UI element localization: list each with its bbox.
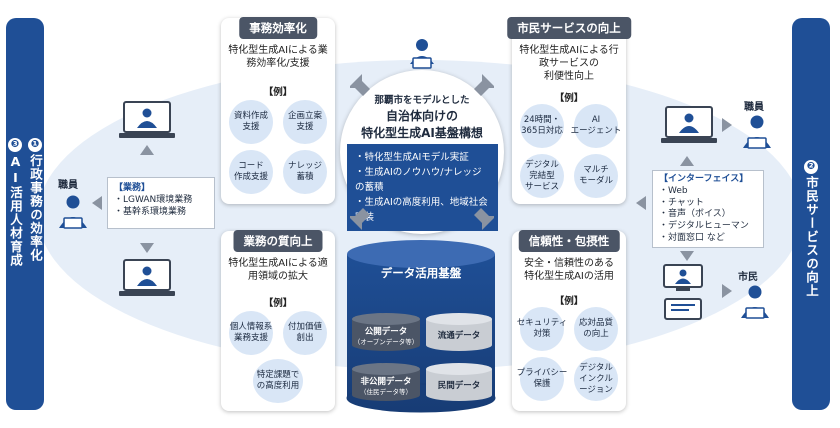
card-shinrai-subtitle-2: 特化型生成AIの活用 (524, 271, 614, 282)
card-jimu-example-label: 【例】 (263, 87, 293, 98)
bubble-jimu-0: 資料作成 支援 (229, 100, 273, 144)
mini-cylinder-flow: 流通データ (424, 312, 494, 352)
right-arrow-top-icon (722, 118, 732, 132)
mini-cylinder-private-sub: （住民データ等） (360, 388, 412, 396)
left-bar-text-1: 行政事務の効率化 (28, 154, 43, 262)
center-bullet-1: ・生成AIのノウハウ/ナレッジの蓄積 (355, 167, 482, 193)
right-citizen-label: 市民 (738, 272, 758, 283)
left-business-item-0: ・LGWAN環境業務 (114, 195, 193, 205)
bubble-shimin-3: マルチ モーダル (574, 154, 618, 198)
arrow-up-left-icon (350, 74, 370, 96)
center-title-line1: 那覇市をモデルとした (374, 95, 470, 106)
bubble-gyomu-0: 個人情報系 業務支援 (229, 311, 273, 355)
bubble-shimin-0: 24時間・ 365日対応 (520, 104, 564, 148)
center-title-block: 那覇市をモデルとした 自治体向けの 特化型生成AI基盤構想 (340, 92, 504, 141)
card-shinrai-inclusion: 信頼性・包摂性 安全・信頼性のある 特化型生成AIの活用 【例】 セキュリティ … (512, 230, 626, 411)
bubble-shimin-2: デジタル 完結型 サービス (520, 154, 564, 198)
mini-cylinder-private-label: 非公開データ (360, 377, 412, 387)
arrow-down-left-icon (350, 208, 370, 230)
card-shimin-subtitle-2: 政サービスの (539, 58, 599, 69)
bubble-jimu-2: コード 作成支援 (229, 150, 273, 194)
right-interface-item-2: ・音声（ボイス） (659, 209, 731, 220)
card-shimin-service: 市民サービスの向上 特化型生成AIによる行 政サービスの 利便性向上 【例】 2… (507, 17, 631, 204)
bubble-shinrai-2: プライバシー 保護 (517, 357, 567, 401)
right-side-bar: ❷ 市民サービスの向上 (792, 18, 830, 410)
card-shinrai-subtitle-1: 安全・信頼性のある (524, 258, 614, 269)
left-business-box: 【業務】 ・LGWAN環境業務 ・基幹系環境業務 (107, 177, 215, 229)
bubble-jimu-1: 企画立案 支援 (283, 100, 327, 144)
mini-cylinder-public-label: 公開データ (364, 327, 408, 337)
right-interface-box-title: 【インターフェイス】 (659, 174, 749, 184)
card-gyomu-subtitle-1: 特化型生成AIによる適 (228, 258, 328, 269)
circled-number-3: ❸ (8, 138, 22, 152)
card-shimin-subtitle-3: 利便性向上 (544, 71, 594, 82)
center-title-line2: 自治体向けの (385, 109, 458, 123)
card-jimu-efficiency: 事務効率化 特化型生成AIによる業 務効率化/支援 【例】 資料作成 支援 企画… (221, 17, 335, 204)
card-shimin-example-label: 【例】 (554, 93, 584, 104)
center-bullet-0: ・特化型生成AIモデル実証 (355, 152, 469, 163)
card-shinrai-example-label: 【例】 (554, 296, 584, 307)
mini-cylinder-private-sector-label: 民間データ (437, 381, 481, 391)
arrow-down-right-icon (474, 208, 494, 230)
mini-cylinder-flow-label: 流通データ (437, 331, 481, 341)
right-interface-item-0: ・Web (659, 185, 688, 196)
right-arrow-bottom-icon (722, 284, 732, 298)
bubble-shinrai-0: セキュリティ 対策 (517, 307, 567, 351)
bubble-gyomu-2: 特定課題で の高度利用 (253, 359, 303, 403)
right-interface-item-4: ・対面窓口 など (659, 232, 725, 243)
card-gyomu-quality: 業務の質向上 特化型生成AIによる適 用領域の拡大 【例】 個人情報系 業務支援… (221, 230, 335, 411)
bubble-shimin-1: AI エージェント (571, 104, 621, 148)
left-arrow-up-icon (140, 145, 154, 155)
right-interface-box: 【インターフェイス】 ・Web ・チャット ・音声（ボイス） ・デジタルヒューマ… (652, 170, 764, 248)
mini-cylinder-private-sector: 民間データ (424, 362, 494, 402)
left-staff-label: 職員 (58, 180, 78, 191)
right-arrow-down-icon (680, 251, 694, 261)
card-jimu-subtitle-1: 特化型生成AIによる業 (228, 45, 328, 56)
card-jimu-subtitle-2: 務効率化/支援 (246, 58, 310, 69)
left-side-bar: ❶ 行政事務の効率化 ❸ AI活用人材育成 (6, 18, 44, 410)
bubble-shinrai-1: 応対品質 の向上 (574, 307, 618, 351)
left-arrow-down-icon (140, 243, 154, 253)
card-jimu-title: 事務効率化 (239, 17, 317, 39)
right-top-laptop-icon (661, 106, 717, 143)
left-bottom-laptop-icon (119, 259, 175, 296)
mini-cylinder-private: 非公開データ （住民データ等） (350, 362, 422, 402)
left-staff-person-icon (59, 195, 87, 229)
card-gyomu-title: 業務の質向上 (233, 230, 323, 252)
data-platform-title: データ活用基盤 (380, 266, 462, 280)
card-gyomu-example-label: 【例】 (263, 298, 293, 309)
circled-number-2: ❷ (804, 160, 818, 174)
bubble-shinrai-3: デジタル インクル ージョン (574, 357, 618, 401)
right-arrow-up-icon (680, 156, 694, 166)
center-staff-person-icon (410, 39, 434, 69)
left-business-box-title: 【業務】 (114, 183, 151, 193)
right-bar-text-2: 市民サービスの向上 (804, 176, 819, 298)
mini-cylinder-public: 公開データ （オープンデータ等） (350, 312, 422, 352)
right-interface-item-3: ・デジタルヒューマン (659, 221, 749, 232)
right-staff-person-icon (743, 115, 771, 149)
left-business-item-1: ・基幹系環境業務 (114, 207, 187, 217)
left-bar-text-3: AI活用人材育成 (8, 154, 23, 267)
card-shimin-subtitle-1: 特化型生成AIによる行 (519, 45, 619, 56)
right-tablet-icon (664, 298, 702, 320)
card-shinrai-title: 信頼性・包摂性 (518, 230, 620, 252)
circled-number-1: ❶ (28, 138, 42, 152)
mini-cylinder-public-sub: （オープンデータ等） (353, 338, 419, 346)
center-diagonal-arrows (350, 74, 494, 230)
center-bullet-box: ・特化型生成AIモデル実証 ・生成AIのノウハウ/ナレッジの蓄積 ・生成AIの高… (347, 144, 498, 231)
card-shimin-title: 市民サービスの向上 (507, 17, 631, 39)
bubble-jimu-3: ナレッジ 蓄積 (283, 150, 327, 194)
card-gyomu-subtitle-2: 用領域の拡大 (248, 271, 308, 282)
left-top-laptop-icon (119, 101, 175, 138)
left-arrow-left-icon (92, 196, 102, 210)
right-monitor-icon (663, 264, 703, 291)
right-arrow-left-icon (636, 196, 646, 210)
bubble-gyomu-1: 付加価値 創出 (283, 311, 327, 355)
center-title-line3: 特化型生成AI基盤構想 (361, 126, 483, 140)
right-staff-label: 職員 (744, 102, 764, 113)
right-interface-item-1: ・チャット (659, 197, 704, 208)
right-citizen-person-icon (741, 285, 769, 319)
arrow-up-right-icon (474, 74, 494, 96)
